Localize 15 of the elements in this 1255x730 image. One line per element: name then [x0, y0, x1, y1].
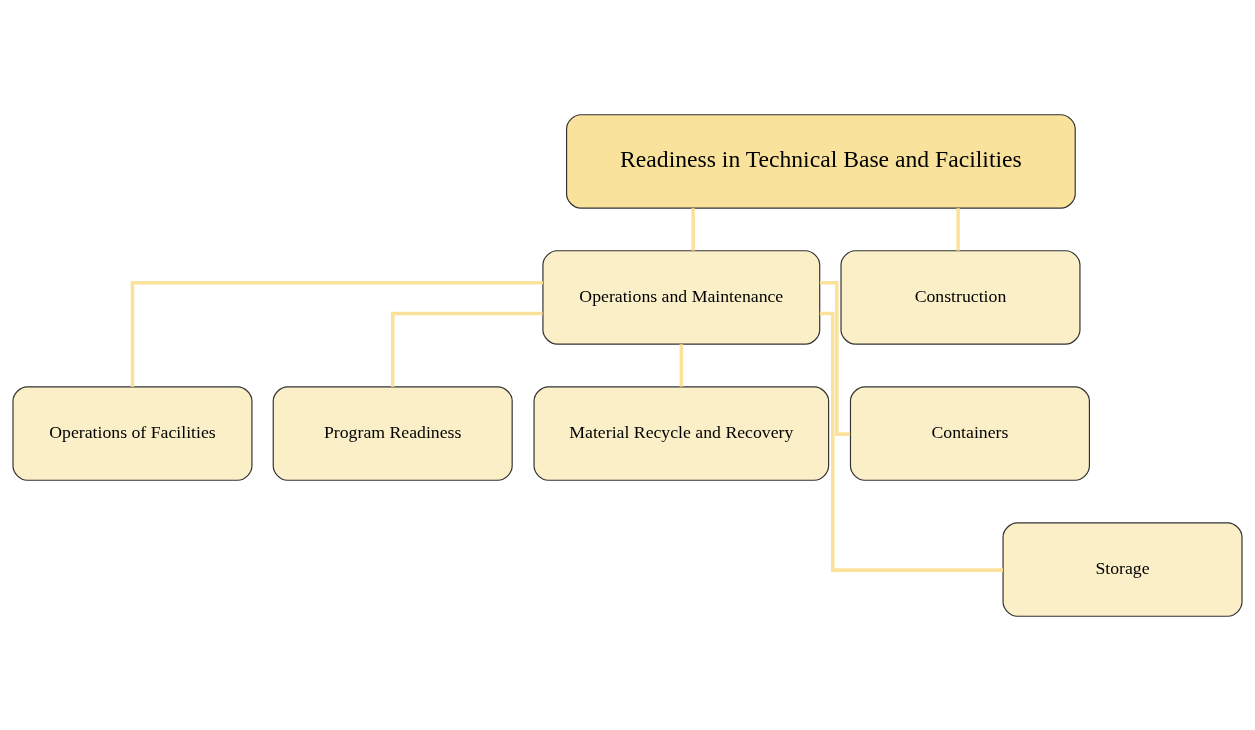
node-box: Operations of Facilities [12, 385, 253, 481]
node-box: Storage [1002, 521, 1243, 617]
node-box: Construction [840, 249, 1081, 345]
connector [956, 207, 960, 251]
connector [691, 207, 695, 251]
connector [390, 311, 543, 387]
connector [679, 343, 684, 387]
node-box: Operations and Maintenance [542, 249, 821, 345]
connector [819, 311, 1003, 572]
connector [130, 280, 543, 387]
node-box: Readiness in Technical Base and Facilities [566, 113, 1076, 209]
node-box: Containers [849, 385, 1090, 481]
node-box: Material Recycle and Recovery [533, 385, 830, 481]
connector [819, 280, 851, 436]
node-box: Program Readiness [272, 385, 513, 481]
